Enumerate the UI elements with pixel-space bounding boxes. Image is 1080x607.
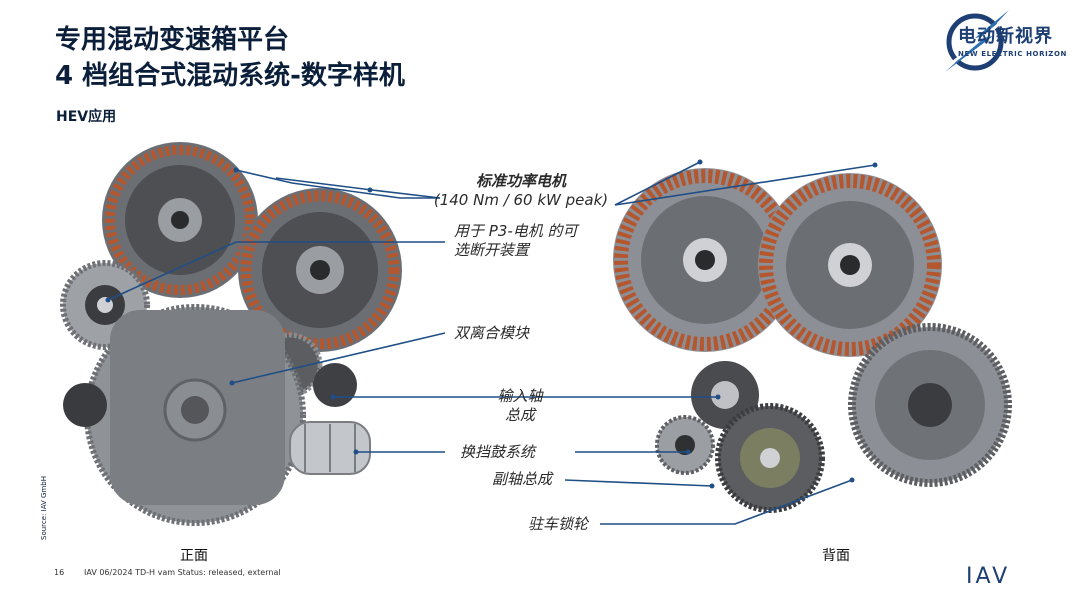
callout-dual-clutch: 双离合模块 [454,324,530,342]
back-countershaft [655,415,715,475]
callout-input-shaft: 输入轴 总成 [490,387,550,425]
callout-disconnect: 用于 P3-电机 的可 选断开装置 [454,222,578,260]
iav-logo: IAV [966,564,1011,589]
source-note: Source: IAV GmbH [40,476,48,540]
footer-info: IAV 06/2024 TD-H vam Status: released, e… [84,568,281,577]
callout-disconnect-line2: 选断开装置 [454,241,530,259]
page-number: 16 [54,568,65,577]
callout-shift-drum: 换挡鼓系统 [460,443,536,461]
title-line-2: 4 档组合式混动系统-数字样机 [55,61,405,91]
callout-motor-spec: (140 Nm / 60 kW peak) [433,191,609,209]
title-line-1: 专用混动变速箱平台 [55,25,290,55]
back-parking-lock [715,403,825,513]
caption-front: 正面 [180,548,208,564]
back-motor-1 [613,168,797,352]
callout-parking-lock: 驻车锁轮 [528,515,589,533]
front-shift-drum [289,421,371,475]
back-view-illustration [613,168,1012,513]
brand-name-en: NEW ELECTRIC HORIZON [958,50,1067,58]
callout-motor: 标准功率电机 (140 Nm / 60 kW peak) [430,172,612,210]
brand-name-cn: 电动新视界 [958,26,1053,47]
back-big-gear [848,323,1012,487]
caption-back: 背面 [822,548,850,564]
callout-countershaft: 副轴总成 [492,470,553,488]
callout-motor-title: 标准功率电机 [475,172,566,190]
callout-input-shaft-line2: 总成 [504,406,535,424]
subtitle: HEV应用 [56,109,117,125]
callout-disconnect-line1: 用于 P3-电机 的可 [454,222,578,240]
callout-input-shaft-line1: 输入轴 [497,387,543,405]
brand-lightning-logo-icon [938,10,1009,74]
page-title: 专用混动变速箱平台 4 档组合式混动系统-数字样机 [55,22,405,94]
